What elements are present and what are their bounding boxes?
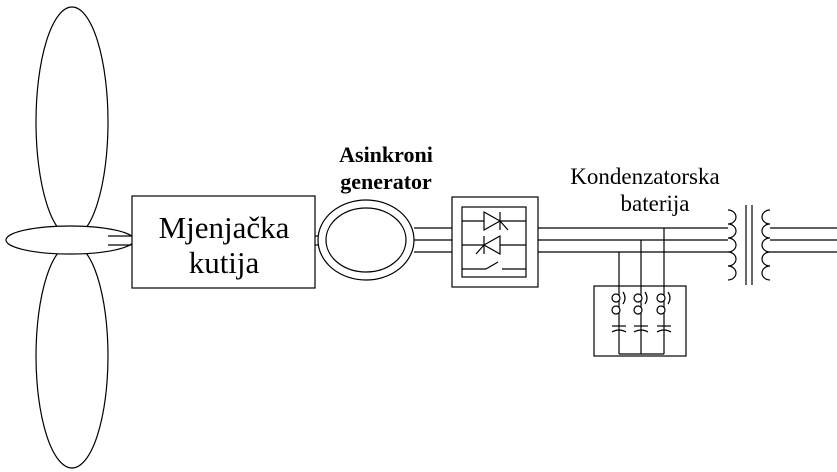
capacitor-switch-3 (656, 291, 671, 315)
capacitor-switch-1 (611, 291, 626, 315)
soft-starter-icon (451, 196, 539, 288)
capacitor-switch-2 (633, 291, 648, 315)
gearbox-label-line2: kutija (189, 245, 260, 280)
gearbox-label-line1: Mjenjačka (159, 210, 290, 245)
generator-icon (317, 199, 415, 281)
generator-output-lines (414, 227, 452, 253)
gearbox-block: Mjenjačka kutija (131, 195, 316, 289)
capacitor-label-line2: baterija (621, 191, 690, 216)
rotor-icon (5, 6, 135, 469)
rotor-shaft (108, 235, 132, 246)
bus-lines (538, 227, 728, 253)
generator-label-line2: generator (340, 169, 432, 194)
capacitor-label-line1: Kondenzatorska (570, 164, 719, 189)
capacitor-bank-icon (593, 285, 687, 357)
generator-label-line1: Asinkroni (339, 142, 433, 167)
transformer-icon (727, 205, 837, 285)
